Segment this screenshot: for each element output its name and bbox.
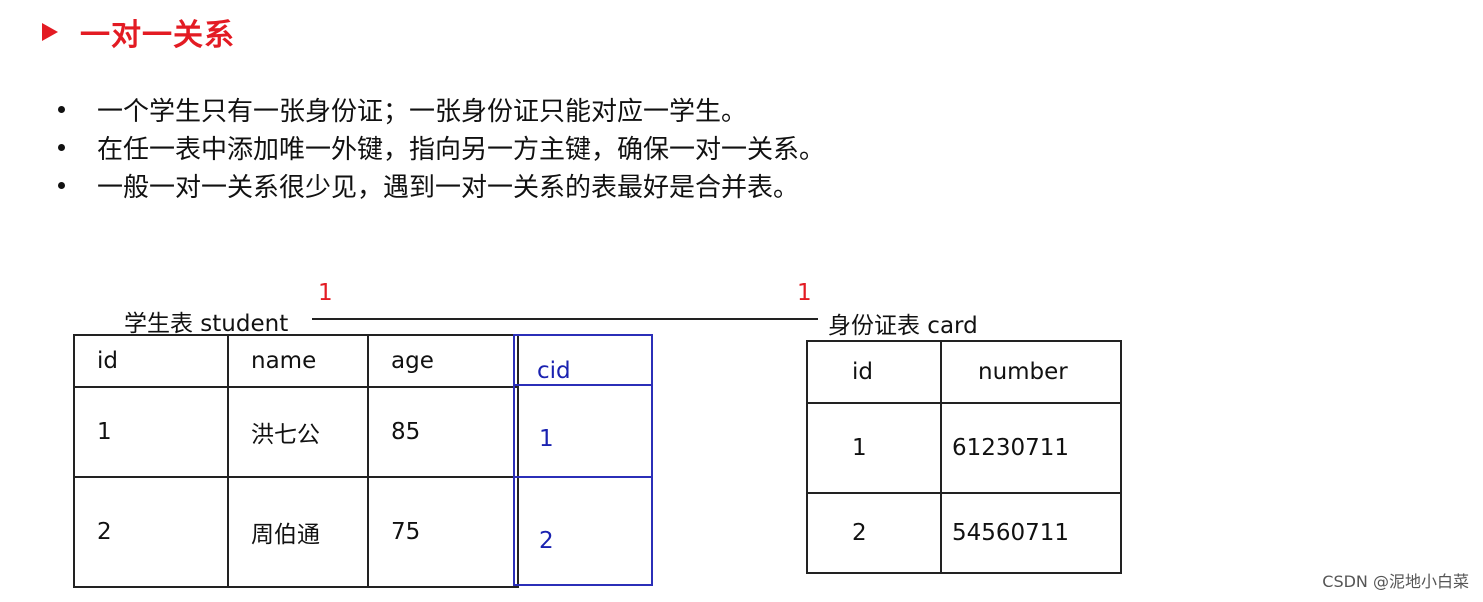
foreign-key-column: cid 1 2 bbox=[513, 334, 653, 586]
cell-number: 61230711 bbox=[940, 402, 1122, 494]
card-table: id number 1 61230711 2 54560711 bbox=[806, 340, 1122, 574]
cell-id: 2 bbox=[73, 476, 229, 588]
cell-id: 1 bbox=[806, 402, 942, 494]
card-table-label: 身份证表 card bbox=[828, 313, 978, 339]
header-cid: cid bbox=[537, 358, 571, 384]
header-number: number bbox=[940, 340, 1122, 404]
table-row: 2 54560711 bbox=[806, 492, 1122, 574]
cell-age: 85 bbox=[367, 386, 519, 478]
bullet-item: 在任一表中添加唯一外键，指向另一方主键，确保一对一关系。 bbox=[58, 128, 825, 166]
header-age: age bbox=[367, 334, 519, 388]
bullet-text: 在任一表中添加唯一外键，指向另一方主键，确保一对一关系。 bbox=[97, 134, 826, 165]
cardinality-right: 1 bbox=[797, 280, 812, 306]
cell-id: 2 bbox=[806, 492, 942, 574]
bullet-item: 一个学生只有一张身份证；一张身份证只能对应一学生。 bbox=[58, 90, 825, 128]
bullet-text: 一般一对一关系很少见，遇到一对一关系的表最好是合并表。 bbox=[97, 172, 800, 203]
cell-number: 54560711 bbox=[940, 492, 1122, 574]
bullet-dot-icon bbox=[58, 105, 65, 113]
relation-line bbox=[312, 318, 818, 320]
table-row: 1 洪七公 85 bbox=[73, 386, 519, 478]
section-title: 一对一关系 bbox=[42, 12, 235, 53]
column-divider bbox=[515, 384, 651, 386]
student-table: id name age 1 洪七公 85 2 周伯通 75 bbox=[73, 334, 519, 588]
bullet-dot-icon bbox=[58, 143, 65, 151]
table-row: 1 61230711 bbox=[806, 402, 1122, 494]
cell-cid: 1 bbox=[539, 426, 554, 452]
watermark: CSDN @泥地小白菜 bbox=[1322, 572, 1469, 591]
cardinality-left: 1 bbox=[318, 280, 333, 306]
bullet-text: 一个学生只有一张身份证；一张身份证只能对应一学生。 bbox=[97, 96, 748, 127]
table-header-row: id number bbox=[806, 340, 1122, 404]
bullet-list: 一个学生只有一张身份证；一张身份证只能对应一学生。 在任一表中添加唯一外键，指向… bbox=[58, 90, 825, 204]
arrow-bullet-icon bbox=[42, 23, 58, 41]
cell-name: 洪七公 bbox=[227, 386, 369, 478]
header-name: name bbox=[227, 334, 369, 388]
bullet-item: 一般一对一关系很少见，遇到一对一关系的表最好是合并表。 bbox=[58, 166, 825, 204]
student-table-label: 学生表 student bbox=[124, 311, 289, 337]
cell-name: 周伯通 bbox=[227, 476, 369, 588]
cell-cid: 2 bbox=[539, 528, 554, 554]
header-id: id bbox=[806, 340, 942, 404]
cell-age: 75 bbox=[367, 476, 519, 588]
header-id: id bbox=[73, 334, 229, 388]
table-header-row: id name age bbox=[73, 334, 519, 388]
title-text: 一对一关系 bbox=[80, 18, 235, 53]
bullet-dot-icon bbox=[58, 181, 65, 189]
table-row: 2 周伯通 75 bbox=[73, 476, 519, 588]
cell-id: 1 bbox=[73, 386, 229, 478]
column-divider bbox=[515, 476, 651, 478]
